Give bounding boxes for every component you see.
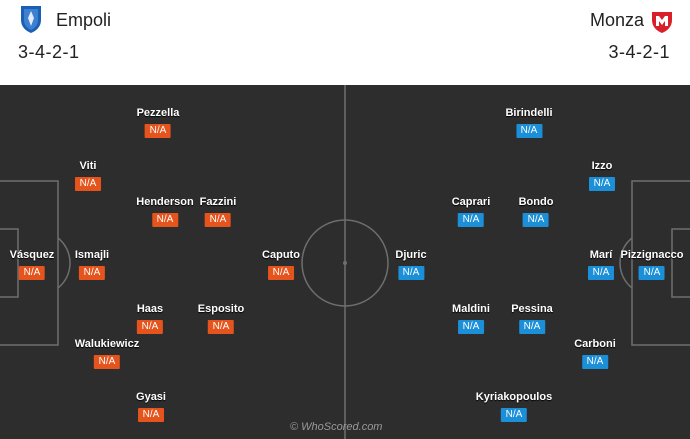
player-rating: N/A bbox=[204, 213, 231, 227]
player-name: Caputo bbox=[262, 249, 300, 261]
player-name: Fazzini bbox=[199, 196, 237, 208]
player-home-pezzella[interactable]: Pezzella N/A bbox=[136, 106, 180, 138]
player-away-kyriakopoulos[interactable]: Kyriakopoulos N/A bbox=[476, 390, 552, 422]
player-away-bondo[interactable]: Bondo N/A bbox=[518, 195, 554, 227]
away-team-name: Monza bbox=[589, 10, 644, 30]
player-rating: N/A bbox=[522, 213, 549, 227]
player-home-henderson[interactable]: Henderson N/A bbox=[136, 195, 194, 227]
player-rating: N/A bbox=[79, 266, 105, 280]
watermark: © WhoScored.com bbox=[290, 421, 383, 433]
player-name: Viti bbox=[79, 160, 97, 172]
player-home-gyasi[interactable]: Gyasi N/A bbox=[136, 390, 166, 422]
player-name: Haas bbox=[136, 303, 164, 315]
player-away-mari[interactable]: Marí N/A bbox=[588, 248, 614, 280]
player-away-pessina[interactable]: Pessina N/A bbox=[511, 302, 553, 334]
player-rating: N/A bbox=[589, 177, 615, 191]
player-rating: N/A bbox=[152, 213, 178, 227]
player-home-esposito[interactable]: Esposito N/A bbox=[198, 302, 244, 334]
player-name: Vásquez bbox=[9, 249, 55, 261]
player-name: Ismajli bbox=[74, 249, 110, 261]
empoli-crest-icon bbox=[21, 6, 41, 33]
player-home-vasquez[interactable]: Vásquez N/A bbox=[9, 248, 55, 280]
player-rating: N/A bbox=[519, 320, 545, 334]
player-rating: N/A bbox=[457, 320, 484, 334]
player-name: Birindelli bbox=[505, 107, 553, 119]
player-rating: N/A bbox=[267, 266, 294, 280]
player-rating: N/A bbox=[93, 355, 120, 369]
player-home-fazzini[interactable]: Fazzini N/A bbox=[199, 195, 237, 227]
player-away-djuric[interactable]: Djuric N/A bbox=[395, 248, 427, 280]
player-rating: N/A bbox=[75, 177, 101, 191]
player-rating: N/A bbox=[145, 124, 171, 138]
away-formation: 3-4-2-1 bbox=[608, 42, 670, 62]
pitch-markings bbox=[0, 85, 690, 439]
player-away-maldini[interactable]: Maldini N/A bbox=[452, 302, 490, 334]
home-formation: 3-4-2-1 bbox=[18, 42, 80, 62]
player-name: Carboni bbox=[574, 338, 616, 350]
player-name: Izzo bbox=[591, 160, 613, 172]
match-header: Empoli 3-4-2-1 Monza 3-4-2-1 bbox=[0, 0, 690, 85]
player-rating: N/A bbox=[18, 266, 45, 280]
player-away-izzo[interactable]: Izzo N/A bbox=[589, 159, 615, 191]
player-rating: N/A bbox=[516, 124, 542, 138]
player-name: Pezzella bbox=[136, 107, 180, 119]
player-name: Gyasi bbox=[136, 391, 166, 403]
player-away-birindelli[interactable]: Birindelli N/A bbox=[505, 106, 553, 138]
player-name: Walukiewicz bbox=[74, 338, 140, 350]
player-home-ismajli[interactable]: Ismajli N/A bbox=[75, 248, 109, 280]
player-home-viti[interactable]: Viti N/A bbox=[75, 159, 101, 191]
player-rating: N/A bbox=[398, 266, 424, 280]
player-rating: N/A bbox=[501, 408, 527, 422]
player-away-pizzignacco[interactable]: Pizzignacco N/A bbox=[620, 248, 684, 280]
monza-crest-icon bbox=[652, 6, 672, 33]
player-rating: N/A bbox=[136, 320, 163, 334]
player-rating: N/A bbox=[138, 408, 164, 422]
player-name: Bondo bbox=[518, 196, 554, 208]
player-name: Henderson bbox=[136, 196, 194, 208]
player-rating: N/A bbox=[639, 266, 665, 280]
player-rating: N/A bbox=[207, 320, 234, 334]
player-name: Esposito bbox=[197, 303, 245, 315]
player-name: Pizzignacco bbox=[620, 249, 684, 261]
player-name: Djuric bbox=[395, 249, 427, 261]
player-rating: N/A bbox=[458, 213, 484, 227]
home-team-name: Empoli bbox=[56, 10, 112, 30]
player-home-caputo[interactable]: Caputo N/A bbox=[262, 248, 300, 280]
player-name: Pessina bbox=[511, 303, 553, 315]
player-name: Marí bbox=[589, 249, 613, 261]
player-home-walukiewicz[interactable]: Walukiewicz N/A bbox=[75, 337, 139, 369]
pitch: Pezzella N/A Viti N/A Henderson N/A Fazz… bbox=[0, 85, 690, 439]
player-rating: N/A bbox=[582, 355, 608, 369]
player-rating: N/A bbox=[588, 266, 614, 280]
player-name: Maldini bbox=[452, 303, 490, 315]
player-away-caprari[interactable]: Caprari N/A bbox=[451, 195, 491, 227]
player-away-carboni[interactable]: Carboni N/A bbox=[574, 337, 616, 369]
player-home-haas[interactable]: Haas N/A bbox=[137, 302, 163, 334]
player-name: Kyriakopoulos bbox=[475, 391, 553, 403]
player-name: Caprari bbox=[451, 196, 491, 208]
